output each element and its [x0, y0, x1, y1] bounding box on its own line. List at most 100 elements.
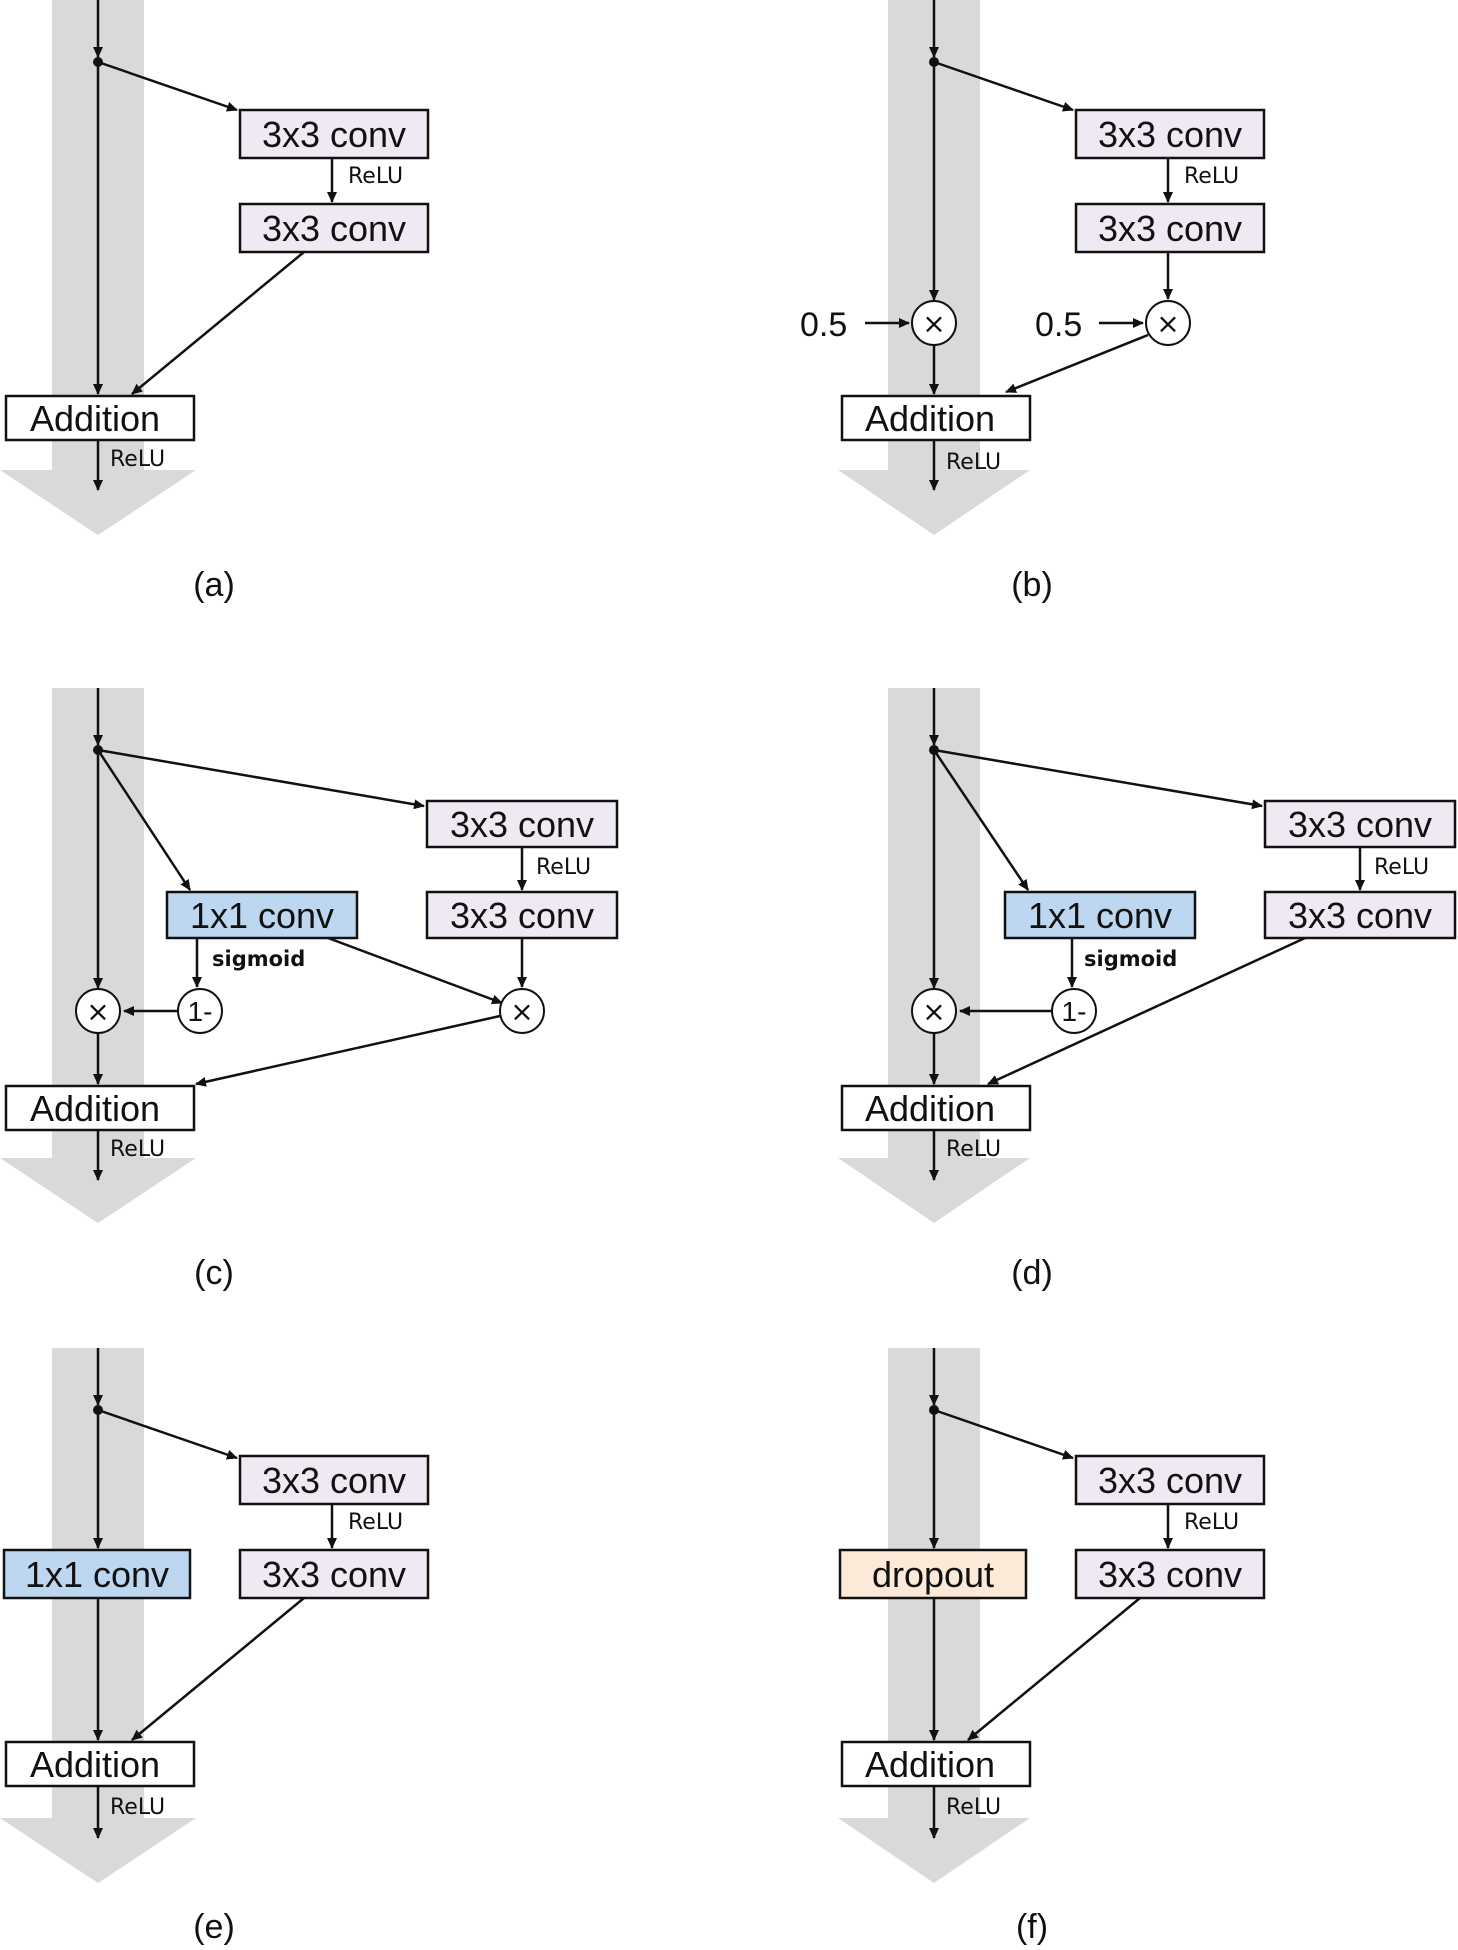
sigmoid-label: sigmoid [212, 947, 305, 971]
conv-top-label: 3x3 conv [262, 114, 406, 155]
caption-d: (d) [1011, 1254, 1053, 1292]
conv-top-label: 3x3 conv [1098, 1460, 1242, 1501]
conv-top-label: 3x3 conv [262, 1460, 406, 1501]
relu-mid-label: ReLU [1184, 164, 1239, 189]
shortcut-op-label: 1x1 conv [25, 1554, 169, 1595]
conv-bottom-box [238, 1548, 430, 1600]
conv-top-box [238, 1454, 430, 1506]
mult-right-node [1145, 300, 1191, 346]
residual-edge [987, 936, 1306, 1086]
to-conv-edge [97, 60, 238, 112]
conv-bottom-box [1074, 202, 1266, 254]
conv-top-box [1263, 799, 1457, 849]
caption-e: (e) [193, 1908, 235, 1946]
residual-edge [1005, 333, 1149, 394]
conv-bottom-label: 3x3 conv [450, 895, 594, 936]
addition-box [4, 1084, 196, 1132]
conv-bottom-label: 3x3 conv [262, 208, 406, 249]
scale-right-label: 0.5 [1035, 306, 1082, 344]
to-gate-edge [932, 749, 1030, 891]
to-conv-edge [933, 60, 1074, 112]
shortcut-op-box [838, 1548, 1028, 1600]
residual-edge [967, 1597, 1141, 1741]
conv-bottom-box [1074, 1548, 1266, 1600]
addition-label: Addition [30, 1744, 160, 1785]
gate-conv-box [165, 890, 359, 940]
trunk-arrowhead [0, 470, 196, 535]
mult-right-node [499, 988, 545, 1034]
addition-box [840, 394, 1032, 442]
trunk-arrowhead [838, 1818, 1030, 1883]
scale-left-label: 0.5 [800, 306, 847, 344]
gate-to-mult-edge [327, 936, 503, 1005]
relu-mid-label: ReLU [348, 1510, 403, 1535]
gate-conv-label: 1x1 conv [190, 895, 334, 936]
trunk-arrowhead [838, 1158, 1030, 1223]
addition-label: Addition [865, 1744, 995, 1785]
panel-e: 3x3 conv ReLU 3x3 conv 1x1 conv Addition… [0, 1348, 430, 1946]
addition-label: Addition [30, 1088, 160, 1129]
conv-bottom-box [1263, 890, 1457, 940]
conv-top-label: 3x3 conv [1098, 114, 1242, 155]
sigmoid-label: sigmoid [1084, 947, 1177, 971]
conv-top-label: 3x3 conv [1288, 804, 1432, 845]
conv-bottom-label: 3x3 conv [1288, 895, 1432, 936]
conv-bottom-label: 3x3 conv [1098, 1554, 1242, 1595]
relu-out-label: ReLU [946, 1137, 1001, 1162]
to-gate-edge [96, 749, 192, 891]
conv-top-box [1074, 1454, 1266, 1506]
trunk-arrowhead [0, 1158, 196, 1223]
trunk-arrowhead [838, 470, 1030, 535]
conv-top-box [238, 108, 430, 160]
to-conv-edge [97, 1408, 238, 1460]
relu-mid-label: ReLU [348, 164, 403, 189]
relu-mid-label: ReLU [536, 855, 591, 880]
residual-edge [195, 1014, 501, 1087]
conv-bottom-label: 3x3 conv [262, 1554, 406, 1595]
shortcut-op-label: dropout [872, 1554, 994, 1595]
conv-bottom-label: 3x3 conv [1098, 208, 1242, 249]
caption-f: (f) [1016, 1908, 1048, 1946]
panel-c: 3x3 conv ReLU 3x3 conv 1x1 conv sigmoid … [0, 688, 619, 1292]
mult-right-symbol: × [1156, 307, 1179, 340]
to-conv-edge [933, 748, 1263, 810]
caption-a: (a) [193, 566, 235, 604]
addition-label: Addition [865, 1088, 995, 1129]
mult-left-symbol: × [922, 995, 945, 1028]
residual-edge [131, 1597, 305, 1741]
relu-out-label: ReLU [110, 1137, 165, 1162]
addition-box [840, 1084, 1032, 1132]
mult-right-symbol: × [510, 995, 533, 1028]
mult-left-symbol: × [922, 307, 945, 340]
relu-out-label: ReLU [110, 447, 165, 472]
conv-top-box [425, 799, 619, 849]
gate-conv-box [1003, 890, 1197, 940]
relu-out-label: ReLU [946, 450, 1001, 475]
addition-box [4, 1740, 196, 1788]
conv-top-box [1074, 108, 1266, 160]
panel-a: 3x3 conv ReLU 3x3 conv Addition ReLU (a) [0, 0, 430, 604]
one-minus-label: 1- [188, 996, 213, 1027]
addition-box [840, 1740, 1032, 1788]
addition-box [4, 394, 196, 442]
one-minus-label: 1- [1062, 996, 1087, 1027]
relu-mid-label: ReLU [1184, 1510, 1239, 1535]
addition-label: Addition [30, 398, 160, 439]
residual-edge [131, 251, 305, 395]
mult-left-symbol: × [86, 995, 109, 1028]
relu-out-label: ReLU [110, 1795, 165, 1820]
conv-bottom-box [238, 202, 430, 254]
to-conv-edge [933, 1408, 1074, 1460]
trunk-arrowhead [0, 1818, 196, 1883]
caption-b: (b) [1011, 566, 1053, 604]
to-conv-edge [97, 748, 425, 810]
addition-label: Addition [865, 398, 995, 439]
conv-top-label: 3x3 conv [450, 804, 594, 845]
relu-out-label: ReLU [946, 1795, 1001, 1820]
panel-f: 3x3 conv ReLU 3x3 conv dropout Addition … [838, 1348, 1266, 1946]
gate-conv-label: 1x1 conv [1028, 895, 1172, 936]
relu-mid-label: ReLU [1374, 855, 1429, 880]
panel-b: 3x3 conv ReLU 3x3 conv × 0.5 × 0.5 Addit… [800, 0, 1266, 604]
